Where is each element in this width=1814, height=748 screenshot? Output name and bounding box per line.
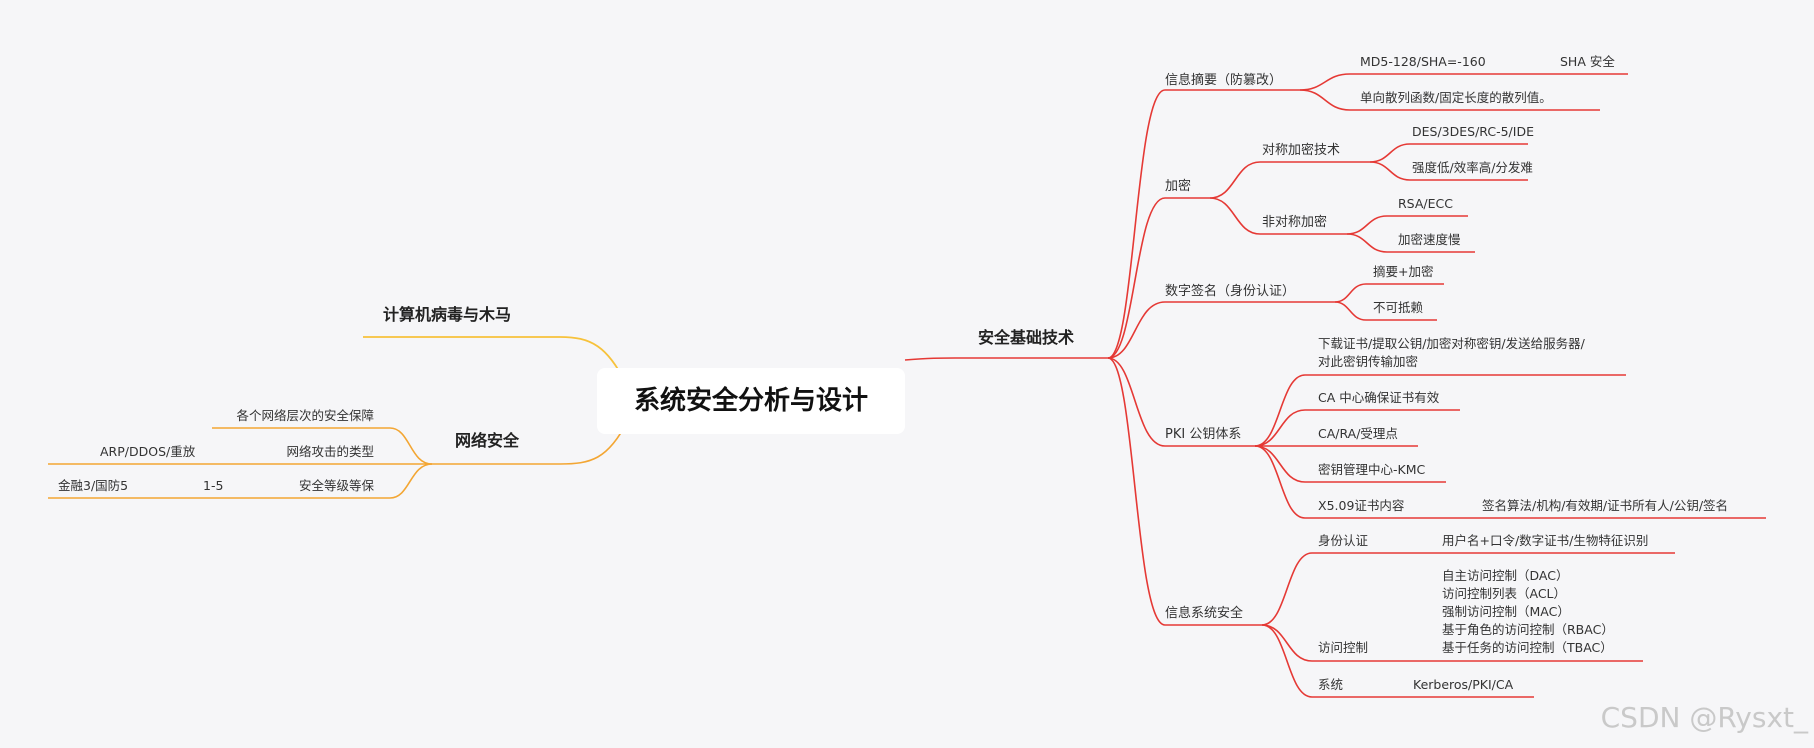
digest-item-sha: SHA 安全 — [1560, 54, 1615, 69]
node-asymmetric: 非对称加密 — [1262, 214, 1327, 230]
right-connectors — [904, 73, 1766, 698]
node-digest: 信息摘要（防篡改） — [1165, 72, 1282, 88]
node-virus-trojan: 计算机病毒与木马 — [383, 305, 511, 324]
root-node-title: 系统安全分析与设计 — [634, 385, 868, 416]
pki-item-ca: CA 中心确保证书有效 — [1318, 390, 1440, 405]
asymmetric-item-algorithms: RSA/ECC — [1398, 196, 1453, 211]
access-item-mac: 强制访问控制（MAC） — [1442, 604, 1570, 619]
network-level-detail: 金融3/国防5 — [58, 478, 128, 493]
pki-flow-line1: 下载证书/提取公钥/加密对称密钥/发送给服务器/ — [1318, 336, 1586, 351]
network-attack-detail: ARP/DDOS/重放 — [100, 444, 196, 459]
node-infosys: 信息系统安全 — [1165, 605, 1243, 621]
digest-item-algorithms: MD5-128/SHA=-160 — [1360, 54, 1486, 69]
pki-item-x509: X5.09证书内容 — [1318, 498, 1404, 513]
node-pki: PKI 公钥体系 — [1165, 427, 1241, 442]
watermark-text: CSDN @Rysxt_ — [1601, 701, 1809, 734]
signature-item-method: 摘要+加密 — [1373, 264, 1433, 279]
node-signature: 数字签名（身份认证） — [1165, 283, 1295, 299]
network-item-layer: 各个网络层次的安全保障 — [236, 408, 374, 423]
node-security-basics: 安全基础技术 — [978, 328, 1074, 347]
network-level-range: 1-5 — [203, 478, 223, 493]
symmetric-item-algorithms: DES/3DES/RC-5/IDE — [1412, 124, 1534, 139]
asymmetric-item-speed: 加密速度慢 — [1398, 232, 1461, 247]
digest-item-hash: 单向散列函数/固定长度的散列值。 — [1360, 90, 1552, 105]
access-item-dac: 自主访问控制（DAC） — [1442, 568, 1568, 583]
node-encryption: 加密 — [1165, 178, 1191, 194]
root-node-box — [597, 368, 905, 434]
network-item-level: 安全等级等保 — [299, 478, 375, 493]
pki-x509-detail: 签名算法/机构/有效期/证书所有人/公钥/签名 — [1482, 498, 1728, 513]
infosys-access: 访问控制 — [1318, 640, 1368, 655]
signature-item-nonrepudiation: 不可抵赖 — [1373, 300, 1424, 315]
network-item-attack: 网络攻击的类型 — [286, 444, 374, 459]
infosys-system-detail: Kerberos/PKI/CA — [1413, 677, 1514, 692]
node-network-security: 网络安全 — [455, 431, 520, 450]
infosys-auth-detail: 用户名+口令/数字证书/生物特征识别 — [1442, 533, 1648, 548]
pki-item-kmc: 密钥管理中心-KMC — [1318, 462, 1425, 477]
infosys-system: 系统 — [1318, 677, 1343, 692]
access-item-acl: 访问控制列表（ACL） — [1442, 586, 1566, 601]
node-symmetric: 对称加密技术 — [1262, 142, 1340, 158]
access-item-rbac: 基于角色的访问控制（RBAC） — [1442, 622, 1614, 637]
symmetric-item-traits: 强度低/效率高/分发难 — [1412, 160, 1533, 175]
access-item-tbac: 基于任务的访问控制（TBAC） — [1442, 640, 1613, 655]
pki-item-ra: CA/RA/受理点 — [1318, 426, 1398, 441]
pki-flow-line2: 对此密钥传输加密 — [1318, 354, 1418, 369]
infosys-auth: 身份认证 — [1318, 533, 1369, 548]
